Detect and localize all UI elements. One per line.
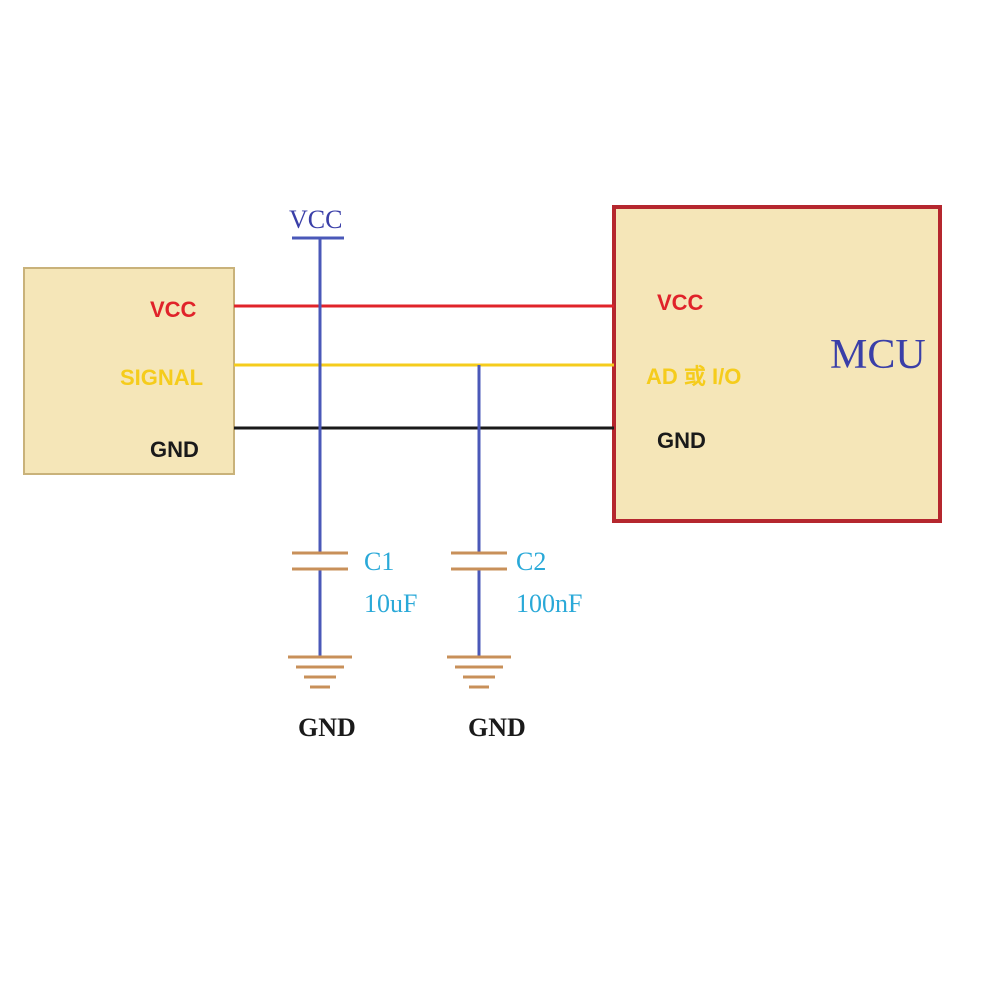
c1-ground-icon (288, 655, 352, 689)
c2-ground-icon (447, 655, 511, 689)
mcu-pin-io-label: AD 或 I/O (646, 364, 741, 389)
c2-ref-label: C2 (516, 547, 546, 576)
module-pin-vcc-label: VCC (150, 297, 197, 322)
module-pin-gnd-label: GND (150, 437, 199, 462)
mcu-title: MCU (830, 332, 926, 378)
mcu-pin-gnd-label: GND (657, 428, 706, 453)
mcu-pin-vcc-label: VCC (657, 290, 704, 315)
c2-ground-label: GND (468, 713, 526, 742)
vcc-rail-label: VCC (289, 205, 342, 234)
c2-value-label: 100nF (516, 589, 582, 618)
module-pin-signal-label: SIGNAL (120, 365, 203, 390)
c1-ground-label: GND (298, 713, 356, 742)
c1-ref-label: C1 (364, 547, 394, 576)
mcu-box (612, 205, 942, 523)
sensor-module-box (23, 267, 235, 475)
c1-value-label: 10uF (364, 589, 417, 618)
